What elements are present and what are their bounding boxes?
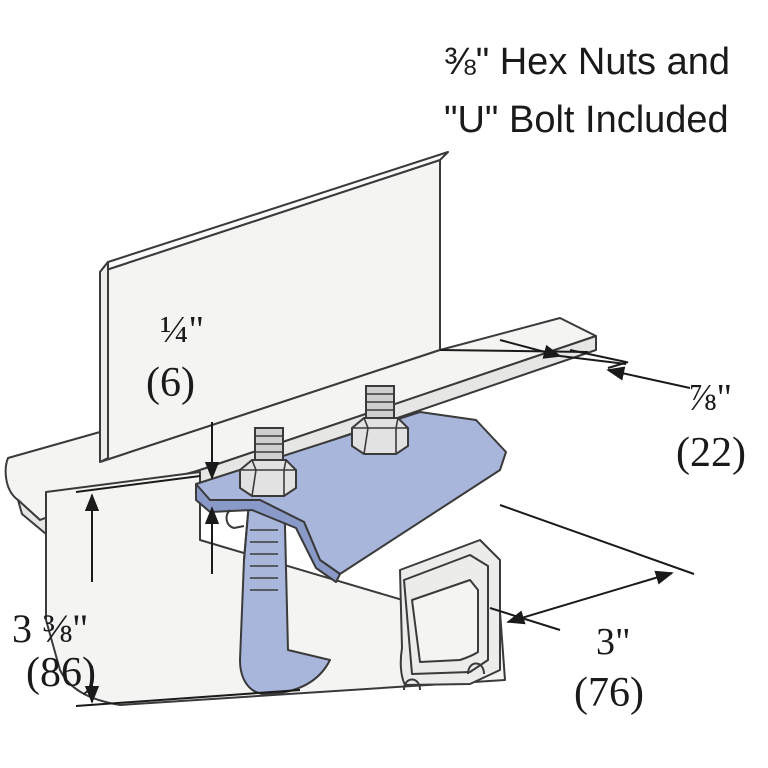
hex-nut-right: [351, 385, 409, 455]
dim-width-in: 3": [596, 621, 631, 663]
dim-flange-mm: (22): [676, 430, 746, 476]
note-line-2: "U" Bolt Included: [444, 99, 729, 141]
dim-thickness-mm: (6): [146, 360, 195, 406]
left-stud-lower: [250, 529, 278, 591]
dim-flange-in: ⅞": [688, 377, 732, 419]
note-line-1: ⅜" Hex Nuts and: [444, 41, 730, 83]
dim-height-mm: (86): [26, 650, 96, 696]
dimension-lines: [75, 339, 695, 707]
dim-height-in: 3 ⅜": [12, 606, 88, 651]
hex-nut-left: [239, 427, 297, 497]
dim-width-mm: (76): [574, 670, 644, 716]
beam-web: [99, 151, 449, 463]
dim-thickness-in: ¼": [160, 309, 204, 351]
